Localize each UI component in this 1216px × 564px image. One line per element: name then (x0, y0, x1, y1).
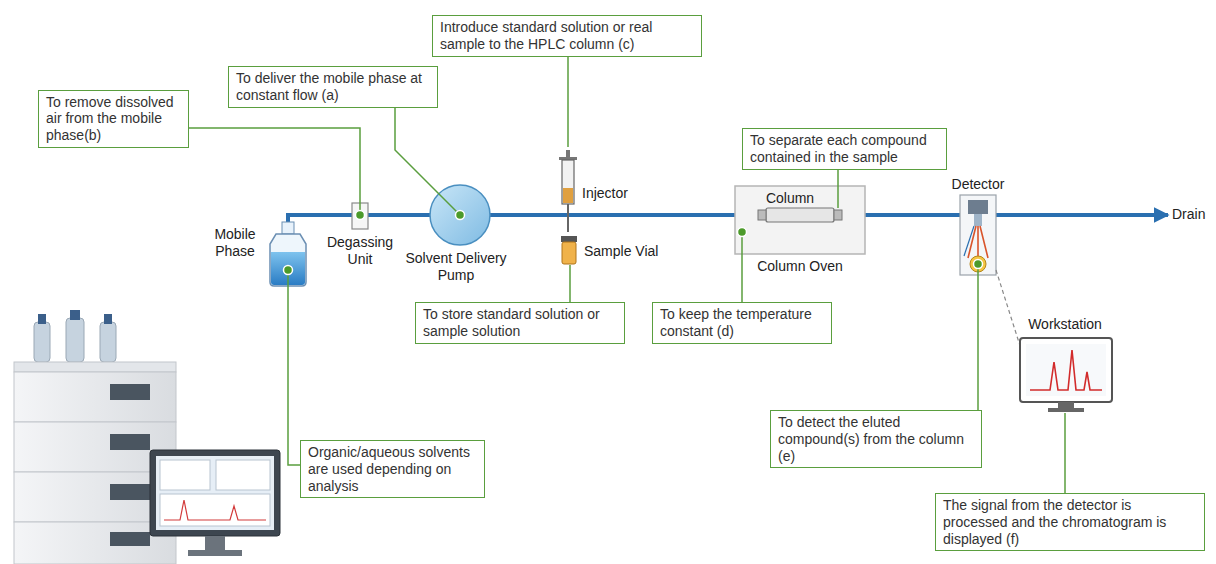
callout-text: The signal from the detector is processe… (943, 497, 1197, 547)
component-label: Injector (582, 185, 628, 202)
component-label: Column Oven (750, 258, 850, 275)
sample-vial (561, 236, 577, 264)
component-label: Workstation (1015, 316, 1115, 333)
column-oven (735, 186, 865, 254)
component-label: Drain (1172, 206, 1205, 223)
leader-lines (189, 57, 1065, 493)
component-label: Detector (938, 176, 1018, 193)
injector-syringe (559, 150, 577, 232)
callout-box: To store standard solution or sample sol… (415, 302, 625, 344)
callout-box: The signal from the detector is processe… (935, 493, 1205, 551)
callout-box: Introduce standard solution or real samp… (432, 15, 702, 57)
callout-box: Organic/aqueous solvents are used depend… (300, 440, 485, 498)
column-tube (758, 208, 842, 222)
callout-text: To deliver the mobile phase at constant … (236, 70, 430, 104)
leader-dots (284, 211, 983, 275)
workstation-monitor (1020, 338, 1112, 412)
callout-text: To store standard solution or sample sol… (423, 306, 617, 340)
callout-box: To separate each compound contained in t… (742, 128, 947, 170)
component-label: Column (760, 190, 820, 207)
instrument-photo (14, 310, 280, 564)
callout-text: Organic/aqueous solvents are used depend… (308, 444, 477, 494)
callout-text: To detect the eluted compound(s) from th… (778, 414, 974, 464)
component-label: Degassing Unit (320, 234, 400, 268)
flow-line (288, 215, 1168, 232)
detector-symbol (960, 195, 996, 275)
callout-text: To keep the temperature constant (d) (660, 306, 824, 340)
component-label: Mobile Phase (203, 226, 267, 260)
component-label: Solvent Delivery Pump (403, 250, 509, 284)
callout-box: To remove dissolved air from the mobile … (38, 90, 189, 148)
callout-box: To deliver the mobile phase at constant … (228, 66, 438, 108)
callout-box: To keep the temperature constant (d) (652, 302, 832, 344)
callout-text: To separate each compound contained in t… (750, 132, 939, 166)
callout-text: To remove dissolved air from the mobile … (46, 94, 181, 144)
callout-text: Introduce standard solution or real samp… (440, 19, 694, 53)
callout-box: To detect the eluted compound(s) from th… (770, 410, 982, 468)
component-label: Sample Vial (584, 243, 658, 260)
signal-cable (996, 270, 1022, 352)
